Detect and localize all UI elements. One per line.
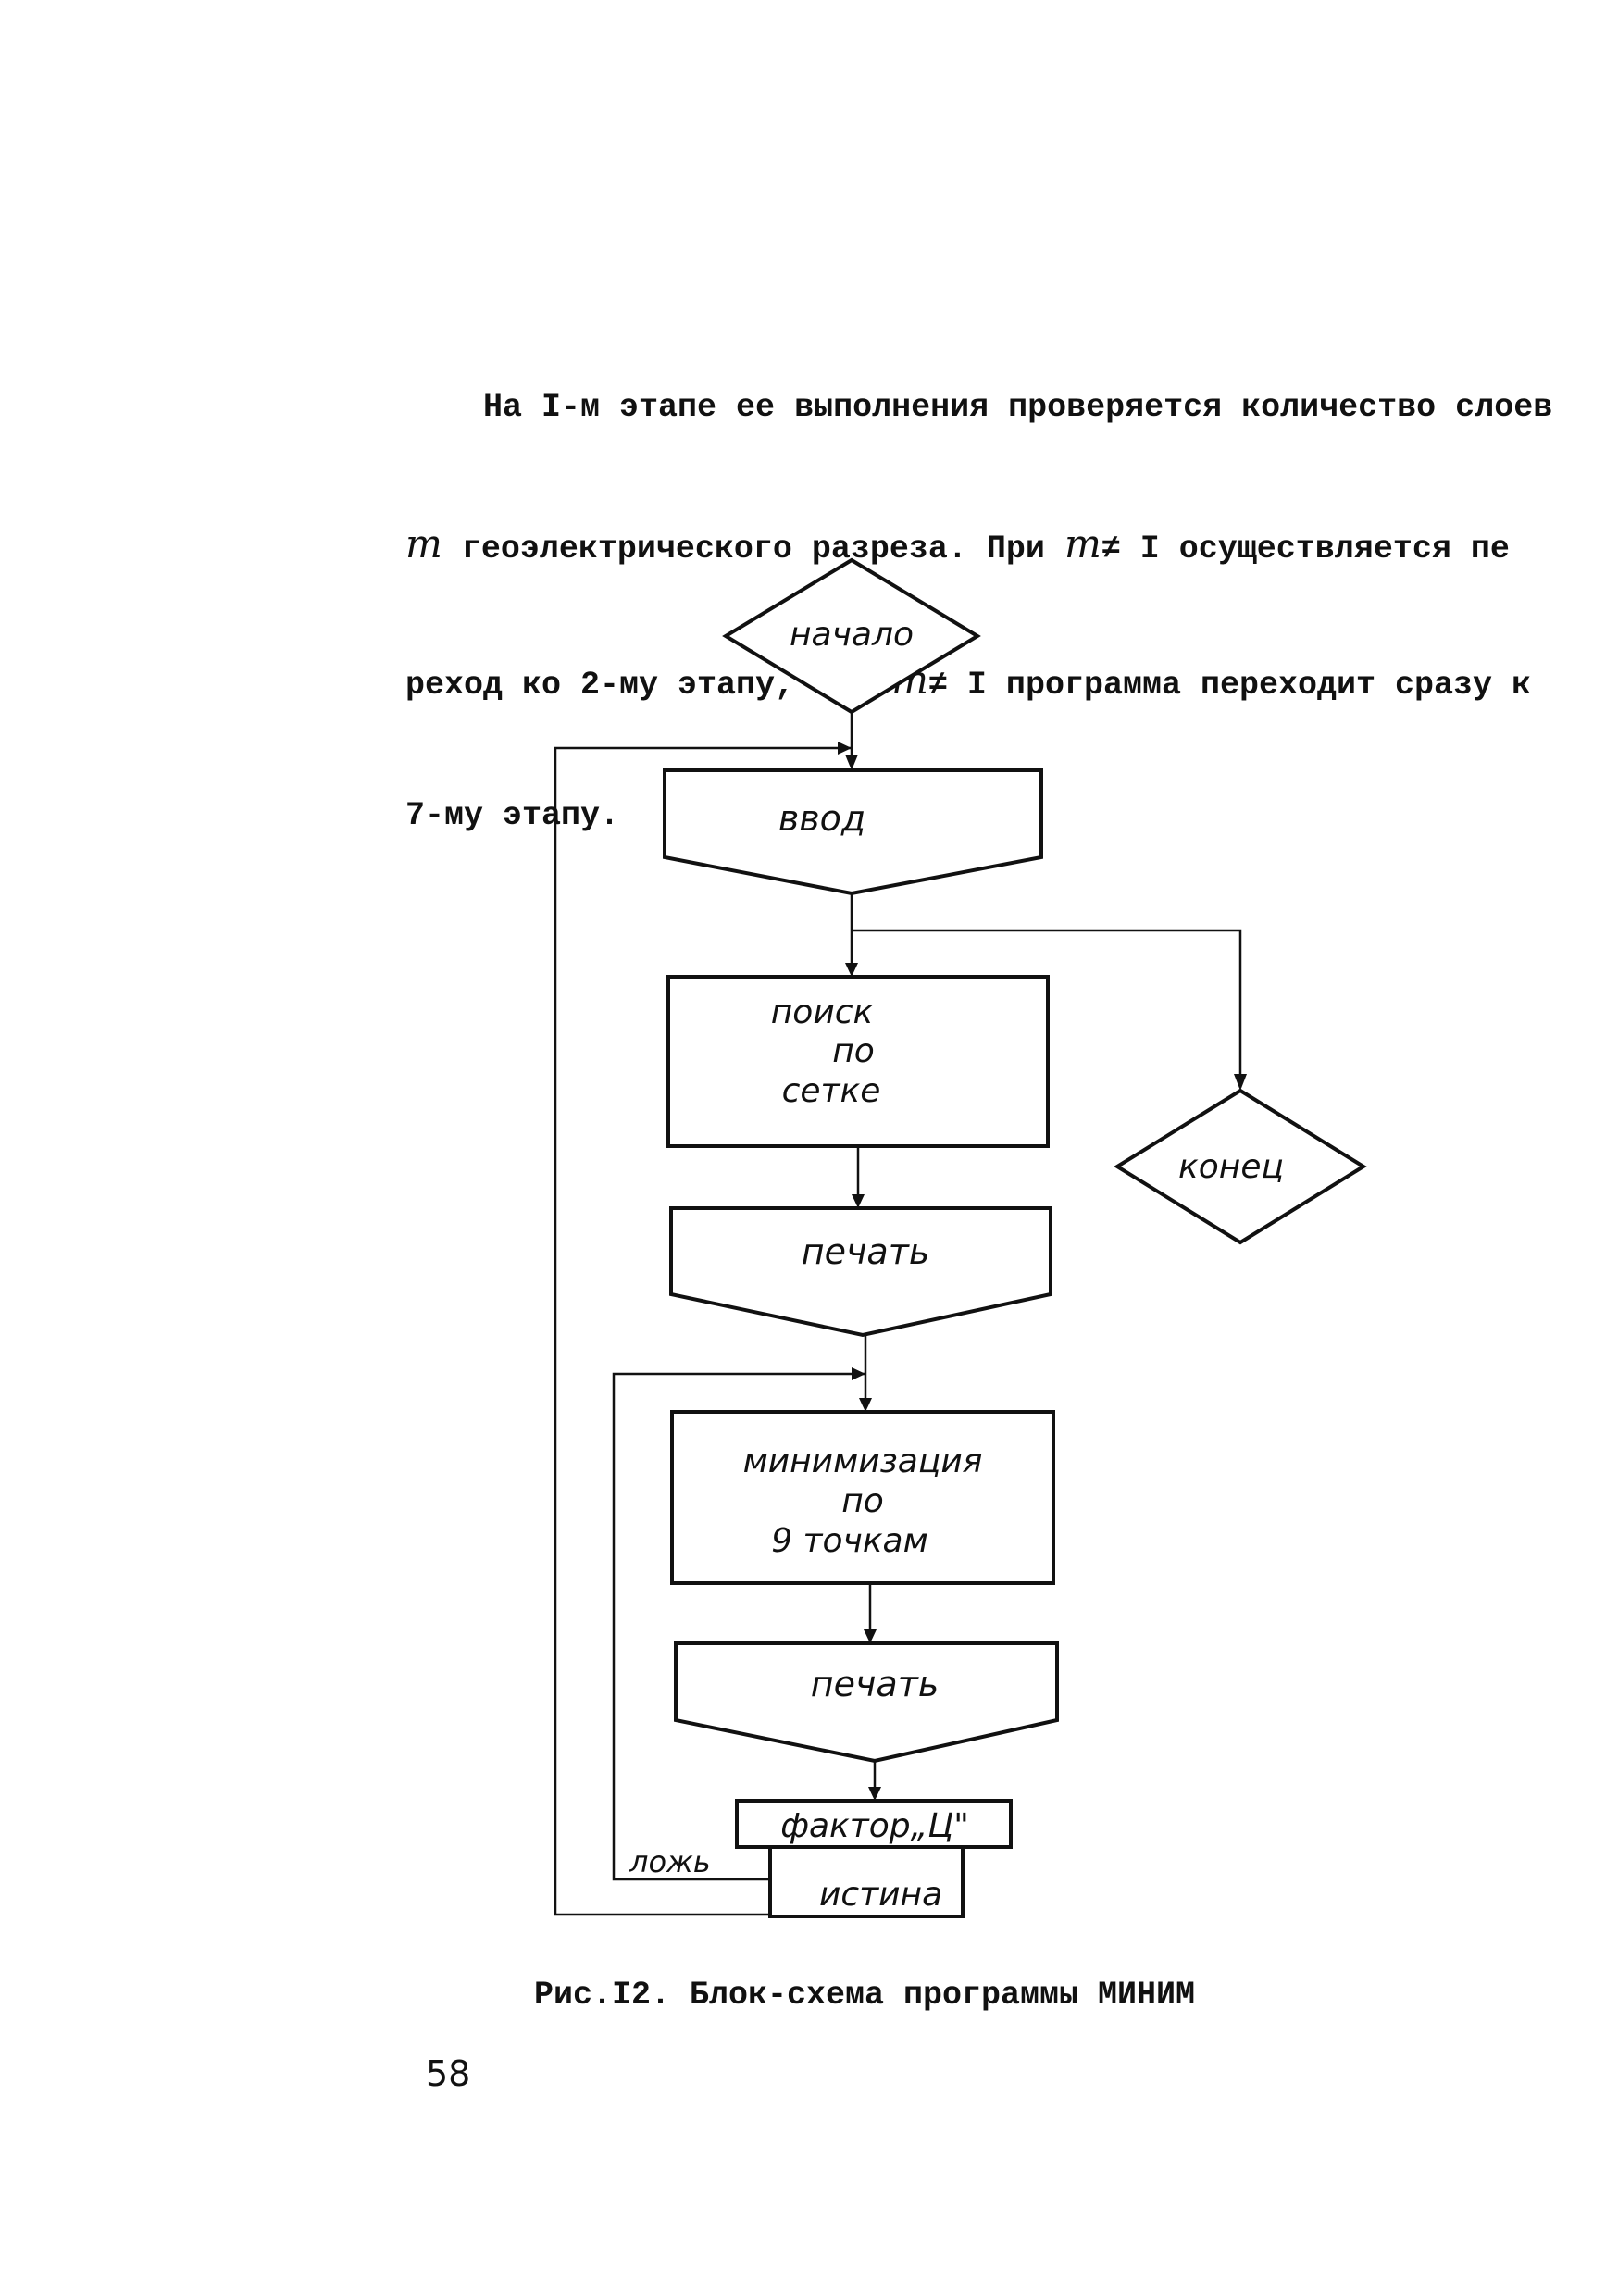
paragraph-line-1: На I-м этапе ее выполнения проверяется к… [405, 389, 1553, 426]
print2-block [674, 1641, 1059, 1764]
print2-label: печать [811, 1664, 940, 1704]
minimization-block [670, 1410, 1055, 1585]
true-label: истина [819, 1876, 942, 1914]
body-paragraph: На I-м этапе ее выполнения проверяется к… [405, 294, 1562, 930]
end-terminal [1114, 1088, 1367, 1245]
input-block [663, 768, 1043, 896]
minimization-line-1: минимизация [743, 1442, 983, 1480]
arrow-head [838, 742, 852, 755]
arrow-head [859, 1398, 872, 1412]
paragraph-line-4: 7-му этапу. [405, 797, 620, 834]
arrow-head [864, 1629, 877, 1643]
input-label: ввод [778, 798, 865, 839]
grid-search-line-1: поиск [771, 993, 874, 1031]
arrow-head [852, 1194, 865, 1208]
start-label: начало [790, 616, 914, 654]
arrow-head [868, 1787, 881, 1801]
figure-caption: Рис.I2. Блок-схема программы МИНИМ [533, 1977, 1196, 2014]
minimization-line-3: 9 точкам [771, 1522, 928, 1560]
arrow-head [852, 1367, 865, 1380]
edge-branch-end [852, 929, 1242, 1083]
paragraph-line-3: реход ко 2-му этапу, при m≠ I программа … [405, 657, 1532, 704]
page-number: 58 [426, 2053, 471, 2094]
end-label: конец [1178, 1148, 1284, 1186]
false-label: ложь [629, 1844, 711, 1879]
variable-m: m [1064, 521, 1101, 567]
print1-label: печать [802, 1231, 930, 1272]
print1-block [669, 1206, 1052, 1338]
grid-search-line-2: по [832, 1032, 875, 1070]
arrow-head [845, 963, 858, 977]
factor-condition-block [735, 1799, 1013, 1849]
paragraph-line-2: m геоэлектрического разреза. При m≠ I ос… [405, 521, 1510, 568]
variable-m: m [405, 521, 442, 567]
grid-search-line-3: сетке [782, 1072, 881, 1110]
arrow-head [845, 755, 858, 770]
minimization-line-2: по [841, 1482, 884, 1520]
grid-search-block [666, 975, 1050, 1148]
arrow-head [1234, 1074, 1247, 1091]
true-branch-box [768, 1845, 965, 1918]
factor-label: фактор„Ц" [780, 1807, 969, 1845]
